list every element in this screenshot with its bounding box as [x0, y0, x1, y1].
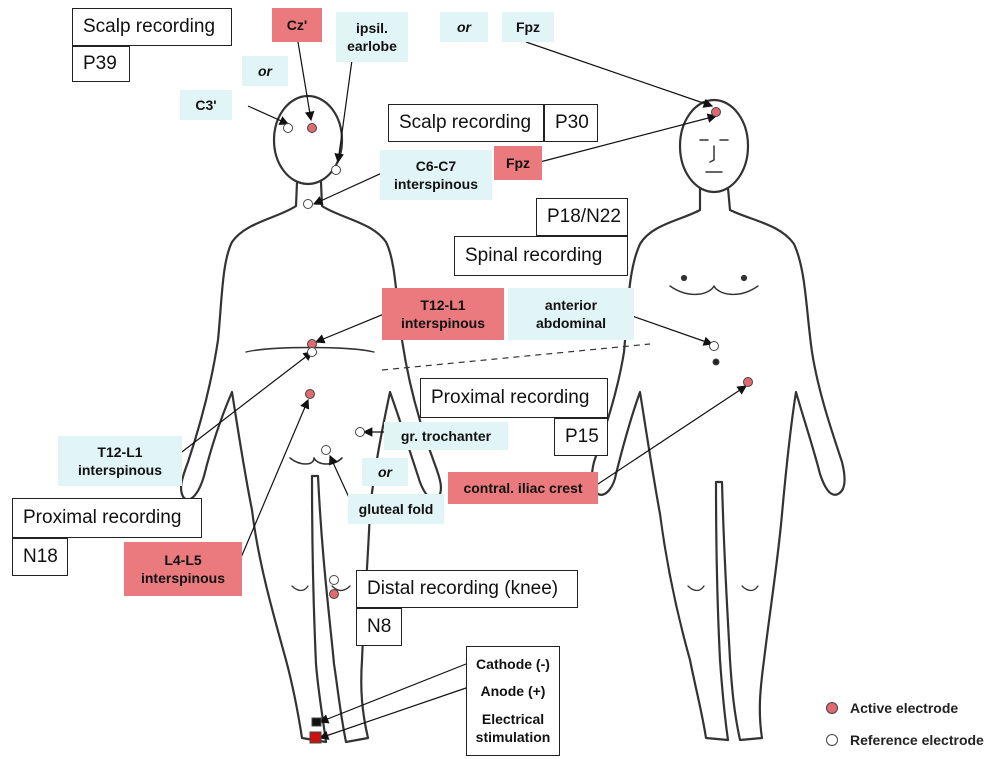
front-body-outline — [592, 188, 845, 740]
or-label-3: or — [440, 12, 488, 42]
electrode-trochanter — [356, 428, 365, 437]
arrow-t12-cyan — [174, 352, 312, 458]
ipsil-earlobe-label: ipsil. earlobe — [336, 12, 408, 62]
front-chest — [670, 286, 758, 294]
arrow-iliac — [598, 386, 746, 484]
t12-l1-cyan-label: T12-L1 interspinous — [58, 436, 182, 486]
fpz-red-label: Fpz — [494, 146, 542, 180]
proximal-recording-title-left: Proximal recording — [12, 498, 202, 538]
front-knee-right — [742, 586, 758, 591]
back-knee-left — [292, 586, 308, 591]
electrode-knee-ref — [330, 576, 339, 585]
arrow-earlobe — [338, 60, 352, 162]
fpz-top-label: Fpz — [502, 12, 554, 42]
or-label-2: or — [362, 458, 408, 486]
proximal-component-p15: P15 — [554, 418, 608, 456]
stimulation-box: Cathode (-) Anode (+) Electrical stimula… — [466, 646, 560, 756]
front-nipple-left — [682, 276, 686, 280]
gr-trochanter-label: gr. trochanter — [384, 422, 508, 450]
arrow-t12-red — [316, 314, 384, 342]
scalp-component-p30: P30 — [544, 104, 598, 142]
electrode-cz — [308, 124, 317, 133]
t12-l1-red-label: T12-L1 interspinous — [382, 288, 504, 340]
arrow-cz — [298, 42, 311, 120]
arrow-c6c7 — [314, 172, 384, 204]
electrode-iliac — [744, 378, 753, 387]
legend-reference-label: Reference electrode — [850, 732, 984, 748]
distal-recording-title: Distal recording (knee) — [356, 570, 578, 608]
contral-iliac-crest-label: contral. iliac crest — [448, 472, 598, 504]
legend-reference: Reference electrode — [826, 732, 984, 748]
back-gluteal-fold — [290, 458, 342, 464]
electrode-earlobe — [332, 166, 341, 175]
cathode-label: Cathode (-) — [476, 656, 550, 672]
electrode-abdominal — [710, 342, 719, 351]
spinal-component-p18-n22: P18/N22 — [536, 198, 628, 236]
anterior-abdominal-label: anterior abdominal — [508, 288, 634, 340]
electrical-stimulation-label: Electrical stimulation — [476, 710, 551, 746]
legend-active-label: Active electrode — [850, 700, 958, 716]
legend-active: Active electrode — [826, 700, 958, 716]
proximal-recording-title-right: Proximal recording — [420, 378, 608, 418]
arrow-abdominal — [632, 316, 712, 344]
or-label-1: or — [242, 56, 288, 86]
front-nipple-right — [742, 276, 746, 280]
c3-label: C3' — [180, 90, 232, 120]
front-knee-left — [688, 586, 704, 591]
arrow-l4l5 — [240, 400, 308, 560]
front-view-figure — [592, 100, 845, 740]
electrode-gluteal — [322, 446, 331, 455]
distal-component-n8: N8 — [356, 608, 402, 646]
electrode-l4l5 — [306, 390, 315, 399]
scalp-recording-title-left: Scalp recording — [72, 8, 232, 46]
scalp-recording-title-right: Scalp recording — [388, 104, 544, 142]
electrode-knee-active — [330, 590, 339, 599]
anode-label: Anode (+) — [481, 683, 546, 699]
gluteal-fold-label: gluteal fold — [348, 494, 444, 524]
legend-active-icon — [826, 702, 838, 714]
dashed-line — [382, 344, 650, 370]
front-face — [700, 140, 728, 172]
electrode-c3 — [284, 124, 293, 133]
c6-c7-label: C6-C7 interspinous — [380, 150, 492, 200]
electrode-t12-ref — [308, 348, 317, 357]
spinal-recording-title: Spinal recording — [454, 236, 628, 276]
scalp-component-p39: P39 — [72, 46, 130, 82]
arrow-c3 — [248, 106, 288, 124]
l4-l5-label: L4-L5 interspinous — [124, 542, 242, 596]
electrode-cathode — [312, 718, 321, 726]
cz-label: Cz' — [272, 8, 322, 42]
electrode-c6c7 — [304, 200, 313, 209]
legend-reference-icon — [826, 734, 838, 746]
electrode-umbilicus — [713, 359, 719, 365]
arrow-fpz-top — [526, 42, 712, 106]
electrode-fpz — [712, 108, 721, 117]
electrode-anode — [310, 732, 321, 743]
proximal-component-n18: N18 — [12, 538, 68, 576]
